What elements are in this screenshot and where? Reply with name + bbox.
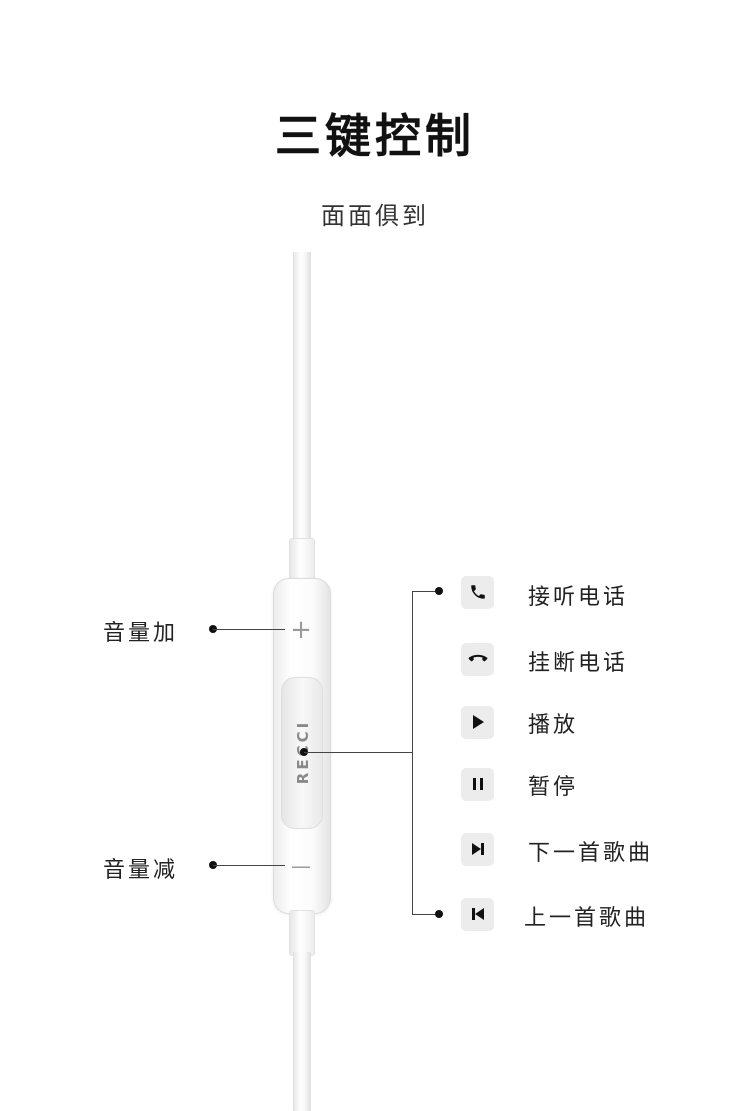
previous-track-icon — [461, 897, 494, 931]
phone-answer-icon — [461, 575, 494, 609]
function-bracket — [412, 591, 413, 914]
function-label-previous: 上一首歌曲 — [524, 906, 650, 931]
center-button-leader — [304, 752, 412, 753]
cable-collar-bottom — [289, 910, 315, 956]
function-label-answer: 接听电话 — [528, 585, 629, 610]
page-title: 三键控制 — [275, 109, 475, 163]
function-row-previous — [461, 897, 494, 931]
phone-hangup-icon — [461, 642, 494, 676]
earphone-cable-bottom — [293, 952, 311, 1111]
multifunction-button: RECCI — [281, 677, 323, 829]
bracket-top-line — [412, 591, 438, 592]
function-row-next — [461, 832, 494, 866]
volume-up-leader — [213, 629, 285, 630]
function-row-pause — [461, 767, 494, 801]
play-icon — [461, 705, 494, 739]
volume-down-leader — [213, 865, 285, 866]
function-label-next: 下一首歌曲 — [528, 841, 654, 866]
volume-down-label: 音量减 — [103, 858, 179, 883]
function-label-hangup: 挂断电话 — [528, 651, 629, 676]
function-label-pause: 暂停 — [528, 775, 579, 800]
cable-collar-top — [289, 538, 315, 582]
bracket-bottom-line — [412, 914, 438, 915]
volume-up-label: 音量加 — [103, 621, 179, 646]
next-track-icon — [461, 832, 494, 866]
volume-up-sign: + — [290, 615, 312, 645]
earphone-cable-top — [293, 252, 311, 542]
inline-remote: + RECCI — — [273, 578, 331, 914]
function-label-play: 播放 — [528, 713, 579, 738]
bracket-bottom-dot — [435, 910, 443, 918]
page-subtitle: 面面俱到 — [321, 202, 429, 230]
function-row-answer — [461, 575, 494, 609]
bracket-top-dot — [435, 587, 443, 595]
pause-icon — [461, 767, 494, 801]
function-row-play — [461, 705, 494, 739]
function-row-hangup — [461, 642, 494, 676]
volume-down-sign: — — [291, 854, 311, 878]
